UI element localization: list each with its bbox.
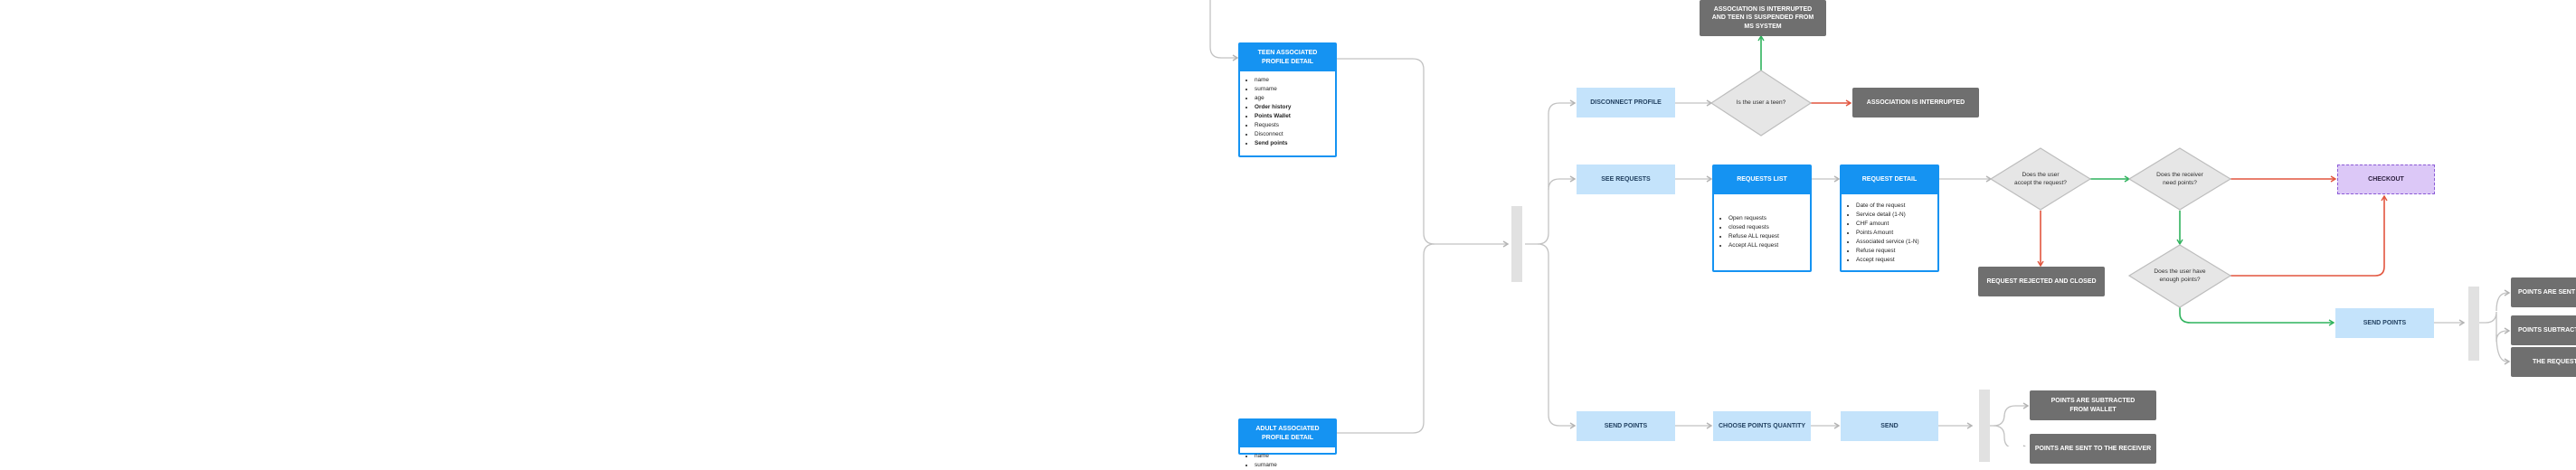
card-teen-profile[interactable]: TEEN ASSOCIATED PROFILE DETAIL namesurna… — [1238, 42, 1337, 157]
yes-enough-to-sendpoints — [2179, 307, 2335, 326]
list-item: Accept ALL request — [1728, 241, 1810, 250]
list-item: surname — [1255, 461, 1335, 470]
connectors-layer — [1209, 0, 2511, 446]
list-item: Service detail (1-N) — [1856, 211, 1937, 220]
step-checkout[interactable]: CHECKOUT — [2337, 164, 2435, 194]
list-item: Points Amount — [1856, 229, 1937, 238]
list-item: Points Wallet — [1255, 112, 1335, 121]
step-send[interactable]: SEND — [1841, 411, 1938, 441]
step-see-requests[interactable]: SEE REQUESTS — [1577, 164, 1675, 194]
connector-hub-to-subtracted — [1986, 402, 2030, 427]
list-item: name — [1255, 452, 1335, 461]
card-teen-profile-title: TEEN ASSOCIATED PROFILE DETAIL — [1240, 44, 1335, 71]
connector-teen-to-hub — [1337, 58, 1510, 248]
step-send-points[interactable]: SEND POINTS — [1577, 411, 1675, 441]
list-item: Refuse ALL request — [1728, 232, 1810, 241]
connector-adult-to-hub — [1337, 243, 1435, 434]
outcome-points-are-sent[interactable]: POINTS ARE SENT — [2511, 277, 2576, 307]
list-item: name — [1255, 76, 1335, 85]
outcome-the-request[interactable]: THE REQUEST — [2511, 347, 2576, 377]
decision-accept-request-shape — [1989, 147, 2092, 211]
card-requests-list-list: Open requestsclosed requestsRefuse ALL r… — [1714, 214, 1810, 250]
list-item: Open requests — [1728, 214, 1810, 223]
connector-top-incoming — [1209, 0, 1239, 61]
list-item: Disconnect — [1255, 130, 1335, 139]
connector-hub-right-b — [2496, 334, 2511, 365]
list-item: Associated service (1-N) — [1856, 238, 1937, 247]
step-send-points-2[interactable]: SEND POINTS — [2335, 308, 2434, 338]
decision-accept-request: Does the user accept the request? — [2014, 171, 2067, 186]
card-adult-profile-list: namesurname — [1240, 452, 1335, 470]
outcome-association-interrupted-suspended[interactable]: ASSOCIATION IS INTERRUPTED AND TEEN IS S… — [1700, 0, 1826, 36]
connector-hub-to-disconnect — [1525, 99, 1577, 245]
card-adult-profile-title: ADULT ASSOCIATED PROFILE DETAIL — [1240, 420, 1335, 447]
list-item: surname — [1255, 85, 1335, 94]
outcome-points-sent-receiver[interactable]: POINTS ARE SENT TO THE RECEIVER — [2030, 434, 2156, 464]
card-request-detail-title: REQUEST DETAIL — [1842, 166, 1937, 194]
no-enough-to-checkout — [2230, 194, 2388, 277]
decision-have-enough-points: Does the user have enough points? — [2154, 268, 2206, 283]
junction-bar-main — [1511, 206, 1522, 282]
decision-receiver-need-shape — [2127, 147, 2232, 211]
card-request-detail-list: Date of the requestService detail (1-N)C… — [1842, 202, 1937, 265]
step-choose-points-quantity[interactable]: CHOOSE POINTS QUANTITY — [1713, 411, 1811, 441]
outcome-association-interrupted[interactable]: ASSOCIATION IS INTERRUPTED — [1852, 88, 1979, 118]
decision-enough-points-shape — [2127, 244, 2232, 308]
connector-hub-to-sendpoints — [1537, 243, 1577, 429]
card-requests-list-title: REQUESTS LIST — [1714, 166, 1810, 194]
outcome-points-subtracted[interactable]: POINTS SUBTRACTED — [2511, 315, 2576, 345]
list-item: CHF amount — [1856, 220, 1937, 229]
card-adult-profile[interactable]: ADULT ASSOCIATED PROFILE DETAIL namesurn… — [1238, 418, 1337, 468]
card-request-detail[interactable]: REQUEST DETAIL Date of the requestServic… — [1840, 164, 1939, 272]
list-item: Send points — [1255, 139, 1335, 148]
decision-receiver-need-points: Does the receiver need points? — [2156, 171, 2203, 186]
list-item: Requests — [1255, 121, 1335, 130]
outcome-points-subtracted-wallet[interactable]: POINTS ARE SUBTRACTED FROM WALLET — [2030, 390, 2156, 420]
list-item: Accept request — [1856, 256, 1937, 265]
junction-bar-right — [2468, 287, 2479, 361]
decision-is-teen: Is the user a teen? — [1736, 99, 1786, 107]
connector-hub-to-points-sent — [2478, 311, 2511, 343]
list-item: closed requests — [1728, 223, 1810, 232]
decision-is-teen-shape — [1709, 70, 1813, 136]
list-item: age — [1255, 94, 1335, 103]
card-requests-list[interactable]: REQUESTS LIST Open requestsclosed reques… — [1712, 164, 1812, 272]
connector-hub-to-sent — [1993, 425, 2030, 446]
list-item: Date of the request — [1856, 202, 1937, 211]
junction-bar-send — [1979, 390, 1990, 462]
outcome-request-rejected[interactable]: REQUEST REJECTED AND CLOSED — [1978, 267, 2105, 296]
connector-hub-right-a — [2496, 289, 2511, 312]
card-teen-profile-list: namesurnameageOrder historyPoints Wallet… — [1240, 76, 1335, 148]
list-item: Refuse request — [1856, 247, 1937, 256]
connector-hub-to-requests — [1548, 175, 1577, 191]
list-item: Order history — [1255, 103, 1335, 112]
step-disconnect-profile[interactable]: DISCONNECT PROFILE — [1577, 88, 1675, 118]
